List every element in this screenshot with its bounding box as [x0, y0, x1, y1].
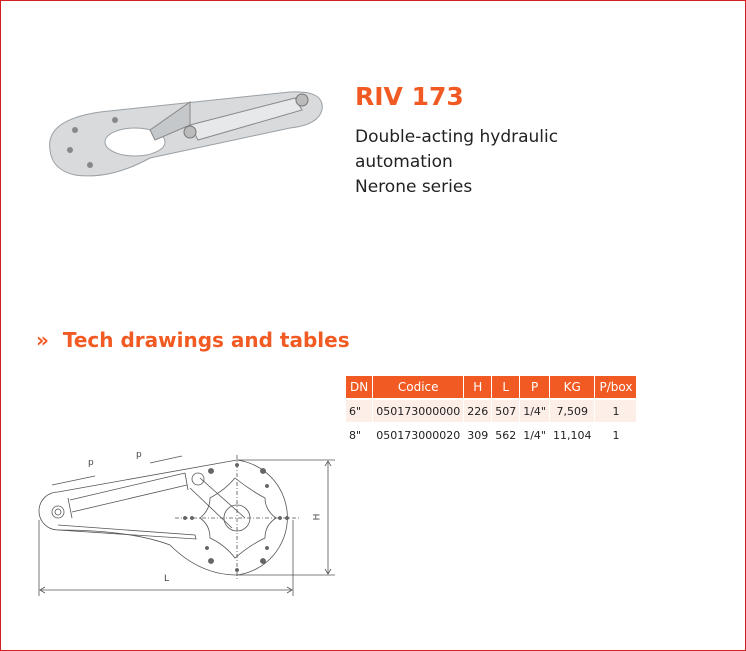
table-cell: 1 — [595, 400, 637, 422]
table-cell: 226 — [464, 400, 492, 422]
dimension-label-h: H — [312, 513, 323, 521]
chevron-double-icon: » — [36, 328, 49, 352]
column-header: P — [520, 376, 549, 398]
table-cell: 309 — [467, 428, 489, 442]
technical-drawing — [38, 455, 335, 596]
product-title: RIV 173 — [355, 82, 464, 111]
table-cell: 050173000000 — [373, 400, 464, 422]
table-cell: 050173000020 — [376, 428, 461, 442]
dimension-label-p: p — [88, 458, 94, 468]
table-header-row: DN Codice H L P KG P/box — [346, 376, 637, 398]
table-cell: 6" — [346, 400, 373, 422]
table-row: 8" 050173000020 309 562 1/4" 11,104 1 — [346, 424, 636, 446]
dimension-label-p: p — [136, 450, 142, 460]
description-line: automation — [355, 152, 453, 172]
table-cell: 8" — [349, 428, 362, 442]
table-cell: 1 — [612, 428, 620, 442]
product-description: Double-acting hydraulic automation Neron… — [355, 125, 558, 200]
table-cell: 11,104 — [552, 428, 592, 442]
column-header: DN — [346, 376, 373, 398]
table-cell: 1/4" — [523, 428, 546, 442]
column-header: P/box — [595, 376, 637, 398]
product-photo — [49, 91, 323, 177]
dimension-label-l: L — [164, 574, 170, 584]
description-line: Double-acting hydraulic — [355, 127, 559, 147]
description-line: Nerone series — [355, 177, 473, 197]
table-cell: 1/4" — [520, 400, 549, 422]
table-cell: 7,509 — [549, 400, 595, 422]
section-title: Tech drawings and tables — [62, 328, 350, 352]
column-header: Codice — [373, 376, 464, 398]
section-heading: » Tech drawings and tables — [36, 328, 350, 352]
column-header: KG — [549, 376, 595, 398]
spec-table: DN Codice H L P KG P/box 6" 050173000000… — [345, 374, 637, 448]
column-header: L — [492, 376, 520, 398]
column-header: H — [464, 376, 492, 398]
table-cell: 562 — [495, 428, 517, 442]
table-row: 6" 050173000000 226 507 1/4" 7,509 1 — [346, 400, 637, 422]
table-cell: 507 — [492, 400, 520, 422]
